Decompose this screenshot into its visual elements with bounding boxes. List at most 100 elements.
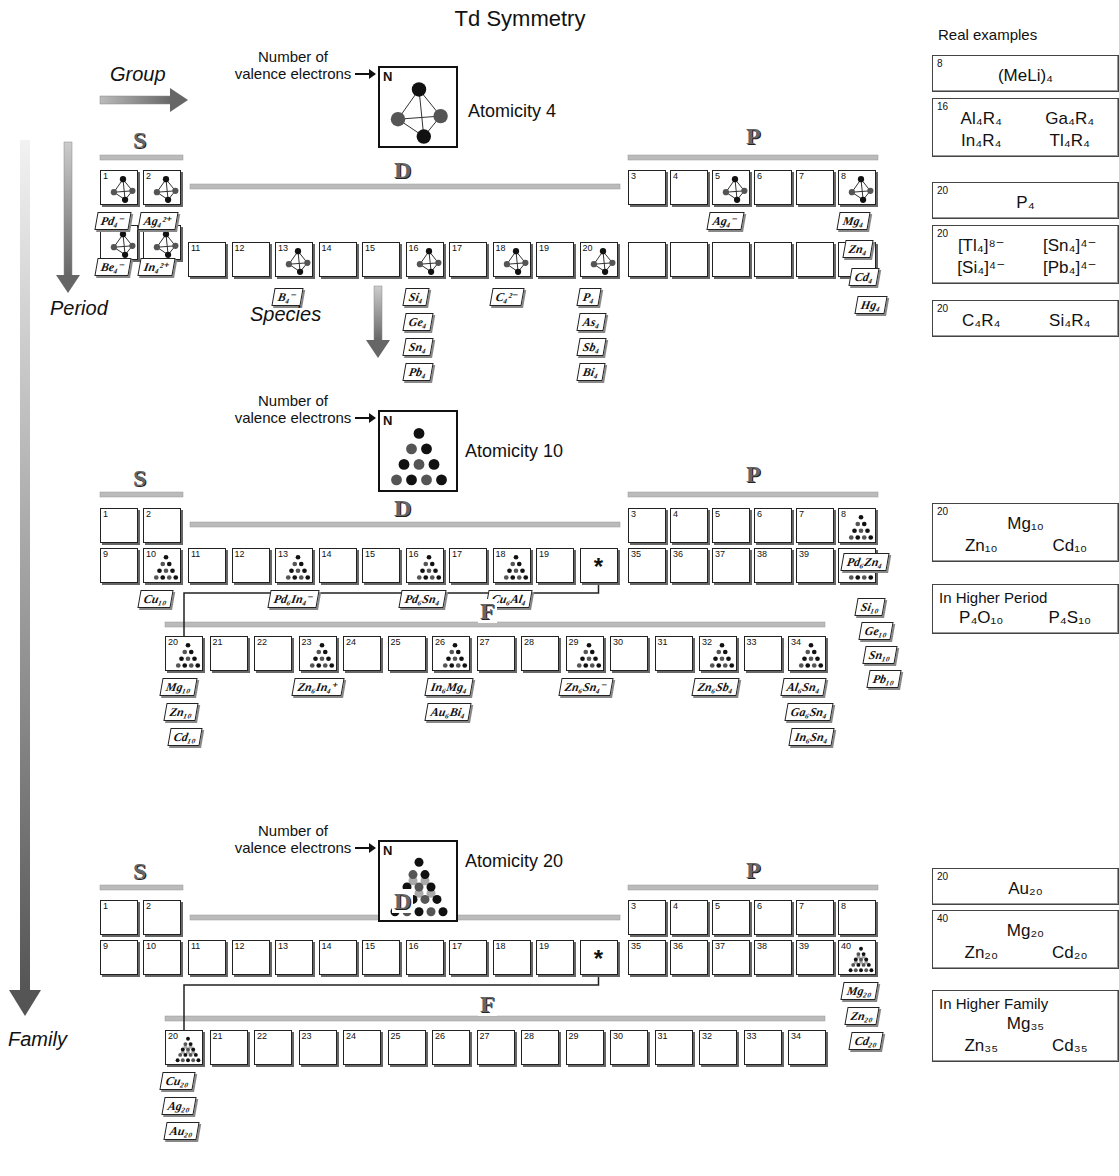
cell-number: 2	[144, 901, 180, 912]
cell-number: 33	[745, 1031, 781, 1042]
element-cell: 14	[319, 940, 357, 975]
cell-number: 19	[537, 243, 573, 254]
element-cell: 7	[796, 900, 834, 935]
element-cell: 11	[188, 940, 226, 975]
example-box: 20C₄R₄Si₄R₄	[932, 300, 1119, 337]
cluster-icon	[576, 642, 602, 669]
cell-number: 17	[450, 941, 486, 952]
species-tag: C₄²⁻	[489, 288, 524, 306]
cluster-icon	[848, 176, 874, 203]
cluster-icon	[110, 176, 136, 203]
species-tag: As₄	[576, 313, 606, 331]
cell-number: 14	[320, 549, 356, 560]
axis-label: Period	[50, 296, 108, 320]
element-cell: 10	[143, 940, 181, 975]
example-box: In Higher PeriodP₄O₁₀P₄S₁₀	[932, 584, 1119, 634]
cell-number: 31	[656, 637, 692, 648]
cell-number: 15	[363, 243, 399, 254]
element-cell: 18	[493, 548, 531, 583]
species-formula: In₆Sn₄	[794, 730, 830, 744]
example-box: 20[Tl₄]⁸⁻[Sn₄]⁴⁻[Si₄]⁴⁻[Pb₄]⁴⁻	[932, 225, 1119, 284]
block-label: F	[478, 599, 497, 623]
cell-number: 19	[537, 941, 573, 952]
element-cell: 12	[232, 940, 270, 975]
species-tag: Ga₆Sn₄	[784, 703, 834, 721]
species-formula: As₄	[581, 315, 600, 329]
column-heading: Real examples	[938, 26, 1037, 44]
element-cell: 13	[275, 940, 313, 975]
element-cell: 37	[712, 940, 750, 975]
block-label: D	[392, 496, 413, 520]
element-cell: 30	[610, 1030, 648, 1065]
element-cell: 7	[796, 170, 834, 205]
species-tag: Si₁₀	[854, 598, 886, 616]
species-formula: Pd₆Sn₄	[403, 592, 441, 606]
star-cell: *	[580, 548, 618, 583]
element-cell: 2	[143, 508, 181, 543]
species-tag: Sn₄	[402, 338, 433, 356]
block-label: D	[392, 158, 413, 182]
cell-number: 19	[537, 549, 573, 560]
species-tag: Pd₆Sn₄	[398, 590, 446, 608]
element-cell: 15	[362, 548, 400, 583]
species-tag: Sb₄	[576, 338, 606, 356]
element-cell: 21	[210, 636, 248, 671]
species-tag: Hg₄	[854, 296, 887, 314]
species-formula: Zn₂₀	[850, 1009, 875, 1023]
element-cell: 4	[670, 170, 708, 205]
species-tag: Zn₆Sn₄⁻	[558, 678, 613, 696]
element-cell: 32	[699, 636, 737, 671]
example-formula: Zn₂₀	[937, 942, 1026, 964]
electron-count: 8	[937, 58, 943, 69]
species-formula: Au₂₀	[169, 1124, 195, 1138]
axis-label: Species	[250, 302, 321, 326]
element-cell: 17	[449, 940, 487, 975]
cell-number: 35	[629, 549, 665, 560]
block-label: S	[131, 466, 148, 490]
axis-label: Group	[110, 62, 166, 86]
element-cell: 14	[319, 548, 357, 583]
cell-number: 12	[233, 243, 269, 254]
cell-number: 29	[567, 637, 603, 648]
element-cell: 35	[628, 940, 666, 975]
cell-number: 6	[755, 171, 791, 182]
element-cell: 1	[100, 508, 138, 543]
group-bars	[100, 155, 878, 1021]
element-cell: 25	[388, 1030, 426, 1065]
species-formula: Zn₆Sn₄⁻	[563, 680, 608, 694]
species-tag: Zn₄	[842, 240, 873, 258]
cluster-icon	[389, 426, 449, 488]
species-formula: In₆Mg₄	[430, 680, 469, 694]
element-cell: 14	[319, 242, 357, 277]
cell-number: 1	[101, 901, 137, 912]
element-cell: 33	[744, 1030, 782, 1065]
species-tag: Pd₆Zn₄	[840, 553, 889, 571]
cell-number: 18	[494, 549, 530, 560]
block-label: S	[131, 128, 148, 152]
empty-cell	[796, 242, 834, 277]
element-cell: 3	[628, 508, 666, 543]
species-formula: Al₆Sn₄	[786, 680, 822, 694]
element-cell: 27	[477, 636, 515, 671]
element-cell: 16	[406, 940, 444, 975]
element-cell: 17	[449, 548, 487, 583]
valence-label: Number of valence electrons	[232, 48, 354, 82]
example-formula: [Si₄]⁴⁻	[937, 257, 1026, 279]
element-cell: 20	[580, 242, 618, 277]
example-items: Mg₃₅Zn₃₅Cd₃₅	[937, 1013, 1114, 1057]
species-formula: Mg₂₀	[846, 984, 874, 998]
element-cell: 19	[536, 940, 574, 975]
cell-number: 35	[629, 941, 665, 952]
cell-number: 25	[389, 1031, 425, 1042]
cell-number: 13	[276, 549, 312, 560]
cell-number: 2	[144, 509, 180, 520]
element-cell: 17	[449, 242, 487, 277]
cell-number: 9	[101, 941, 137, 952]
cell-number: 6	[755, 509, 791, 520]
cell-number: 3	[629, 901, 665, 912]
example-box: 8(MeLi)₄	[932, 55, 1119, 92]
element-cell: 25	[388, 636, 426, 671]
species-tag: Zn₂₀	[844, 1007, 880, 1025]
species-tag: Zn₆In₄⁺	[291, 678, 344, 696]
species-tag: Si₄	[402, 288, 429, 306]
